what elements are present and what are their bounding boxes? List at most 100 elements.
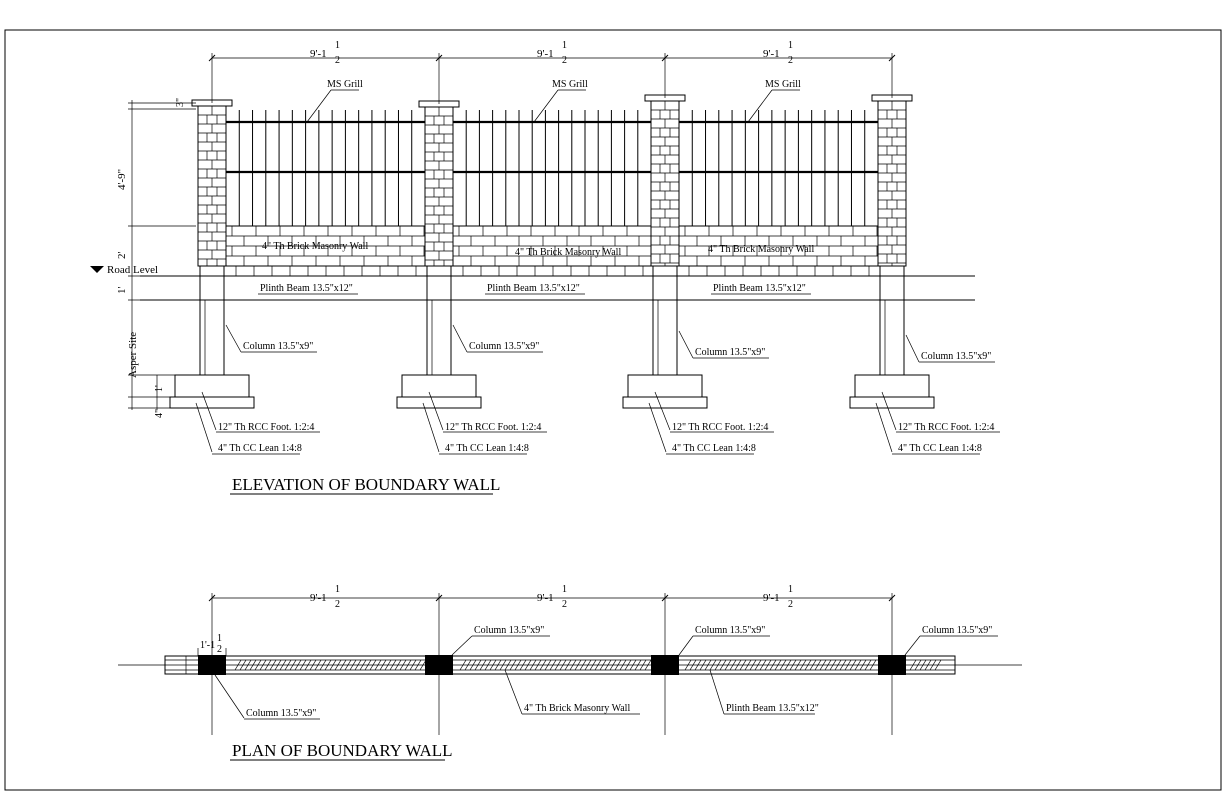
plan-hatch [854, 659, 862, 671]
cc-lean-4 [849, 396, 935, 409]
plan-hatch [269, 659, 277, 671]
plinth-beam-label-3: Plinth Beam 13.5"x12" [713, 283, 806, 294]
svg-text:2: 2 [335, 55, 340, 66]
vdim-wall: 2' [116, 252, 128, 260]
vdim-cap: 3" [175, 98, 186, 107]
plan-col-leader-4 [904, 635, 921, 656]
plan-hatch [374, 659, 382, 671]
plan-hatch [519, 659, 527, 671]
plan-span-dim-2: 9'-1 1 2 [537, 584, 567, 610]
plan-hatch [919, 659, 927, 671]
plan-column-label-1: Column 13.5"x9" [246, 708, 316, 719]
plan-hatch [259, 659, 267, 671]
plan-hatch [829, 659, 837, 671]
grill-leader [747, 89, 773, 123]
plan-hatch [504, 659, 512, 671]
plan-hatch [634, 659, 642, 671]
plan-column-1 [198, 655, 226, 675]
plan-hatch [599, 659, 607, 671]
plan-hatch [574, 659, 582, 671]
plan-hatch [549, 659, 557, 671]
plan-hatch [514, 659, 522, 671]
plan-hatch [499, 659, 507, 671]
footing-leader-2 [428, 391, 444, 431]
column-leader-4 [905, 334, 920, 363]
plan-wall-outline [164, 655, 956, 675]
ms-grill-label-3: MS Grill [765, 79, 801, 90]
plan-hatch [864, 659, 872, 671]
plan-hatch [399, 659, 407, 671]
plan-hatch [824, 659, 832, 671]
plan-hatch [849, 659, 857, 671]
plan-hatch [349, 659, 357, 671]
plan-hatch [544, 659, 552, 671]
cc-lean-1 [169, 396, 255, 409]
road-level-marker [90, 266, 104, 273]
plan-column-label-4: Column 13.5"x9" [922, 625, 992, 636]
svg-text:1: 1 [335, 584, 340, 595]
elev-dim-tick-3 [661, 54, 669, 62]
plan-hatch [804, 659, 812, 671]
plan-hatch [589, 659, 597, 671]
plan-dim-tick-4 [888, 594, 896, 602]
ms-grill-label-2: MS Grill [552, 79, 588, 90]
plan-hatch [869, 659, 877, 671]
vdim-grill: 4'-9" [116, 169, 128, 190]
cc-lean-3 [622, 396, 708, 409]
elevation-span-dim-1: 9'-1 1 2 [310, 40, 340, 66]
elevation-span-dim-2: 9'-1 1 2 [537, 40, 567, 66]
plan-hatch [709, 659, 717, 671]
plan-hatch [289, 659, 297, 671]
lean-leader-1 [195, 402, 213, 453]
plan-hatch [344, 659, 352, 671]
plan-hatch [779, 659, 787, 671]
plan-column-4 [878, 655, 906, 675]
plan-hatch [479, 659, 487, 671]
plan-hatch [364, 659, 372, 671]
plan-hatch [594, 659, 602, 671]
plan-span-dim-1: 9'-1 1 2 [310, 584, 340, 610]
plan-hatch [564, 659, 572, 671]
masonry-wall-label-1: 4" Th Brick Masonry Wall [262, 241, 368, 252]
lean-label-4: 4" Th CC Lean 1:4:8 [898, 443, 982, 454]
plan-hatch [319, 659, 327, 671]
lean-leader-2 [422, 402, 440, 453]
svg-text:1: 1 [217, 633, 222, 644]
plan-hatch [509, 659, 517, 671]
plan-hatch [644, 659, 652, 671]
plan-hatch [934, 659, 942, 671]
lean-leader-3 [648, 402, 667, 453]
plan-hatch [579, 659, 587, 671]
plan-column-label-3: Column 13.5"x9" [695, 625, 765, 636]
lean-label-2: 4" Th CC Lean 1:4:8 [445, 443, 529, 454]
plan-hatch [264, 659, 272, 671]
plan-small-dim: 1'-1 1 2 [200, 633, 222, 655]
svg-text:1: 1 [788, 584, 793, 595]
svg-text:9'-1: 9'-1 [537, 48, 554, 60]
rcc-footing-4 [854, 374, 930, 398]
svg-text:2: 2 [562, 599, 567, 610]
plan-hatch [304, 659, 312, 671]
svg-text:2: 2 [788, 599, 793, 610]
masonry-wall-label-3: 4" Th Brick Masonry Wall [708, 244, 814, 255]
footing-label-3: 12" Th RCC Foot. 1:2:4 [672, 422, 768, 433]
plan-hatch [234, 659, 242, 671]
plan-hatch [524, 659, 532, 671]
road-level-label: Road Level [107, 264, 158, 276]
vdim-footing: 1' [154, 385, 165, 392]
plan-hatch [729, 659, 737, 671]
elev-dim-tick-4 [888, 54, 896, 62]
plan-hatch [484, 659, 492, 671]
plan-plinth-leader [709, 669, 725, 715]
plan-hatch [929, 659, 937, 671]
lean-label-1: 4" Th CC Lean 1:4:8 [218, 443, 302, 454]
plan-hatch [414, 659, 422, 671]
plan-hatch [569, 659, 577, 671]
plan-hatch [614, 659, 622, 671]
plan-hatch [244, 659, 252, 671]
column-label-4: Column 13.5"x9" [921, 351, 991, 362]
svg-text:1'-1: 1'-1 [200, 640, 215, 651]
plan-hatch [714, 659, 722, 671]
